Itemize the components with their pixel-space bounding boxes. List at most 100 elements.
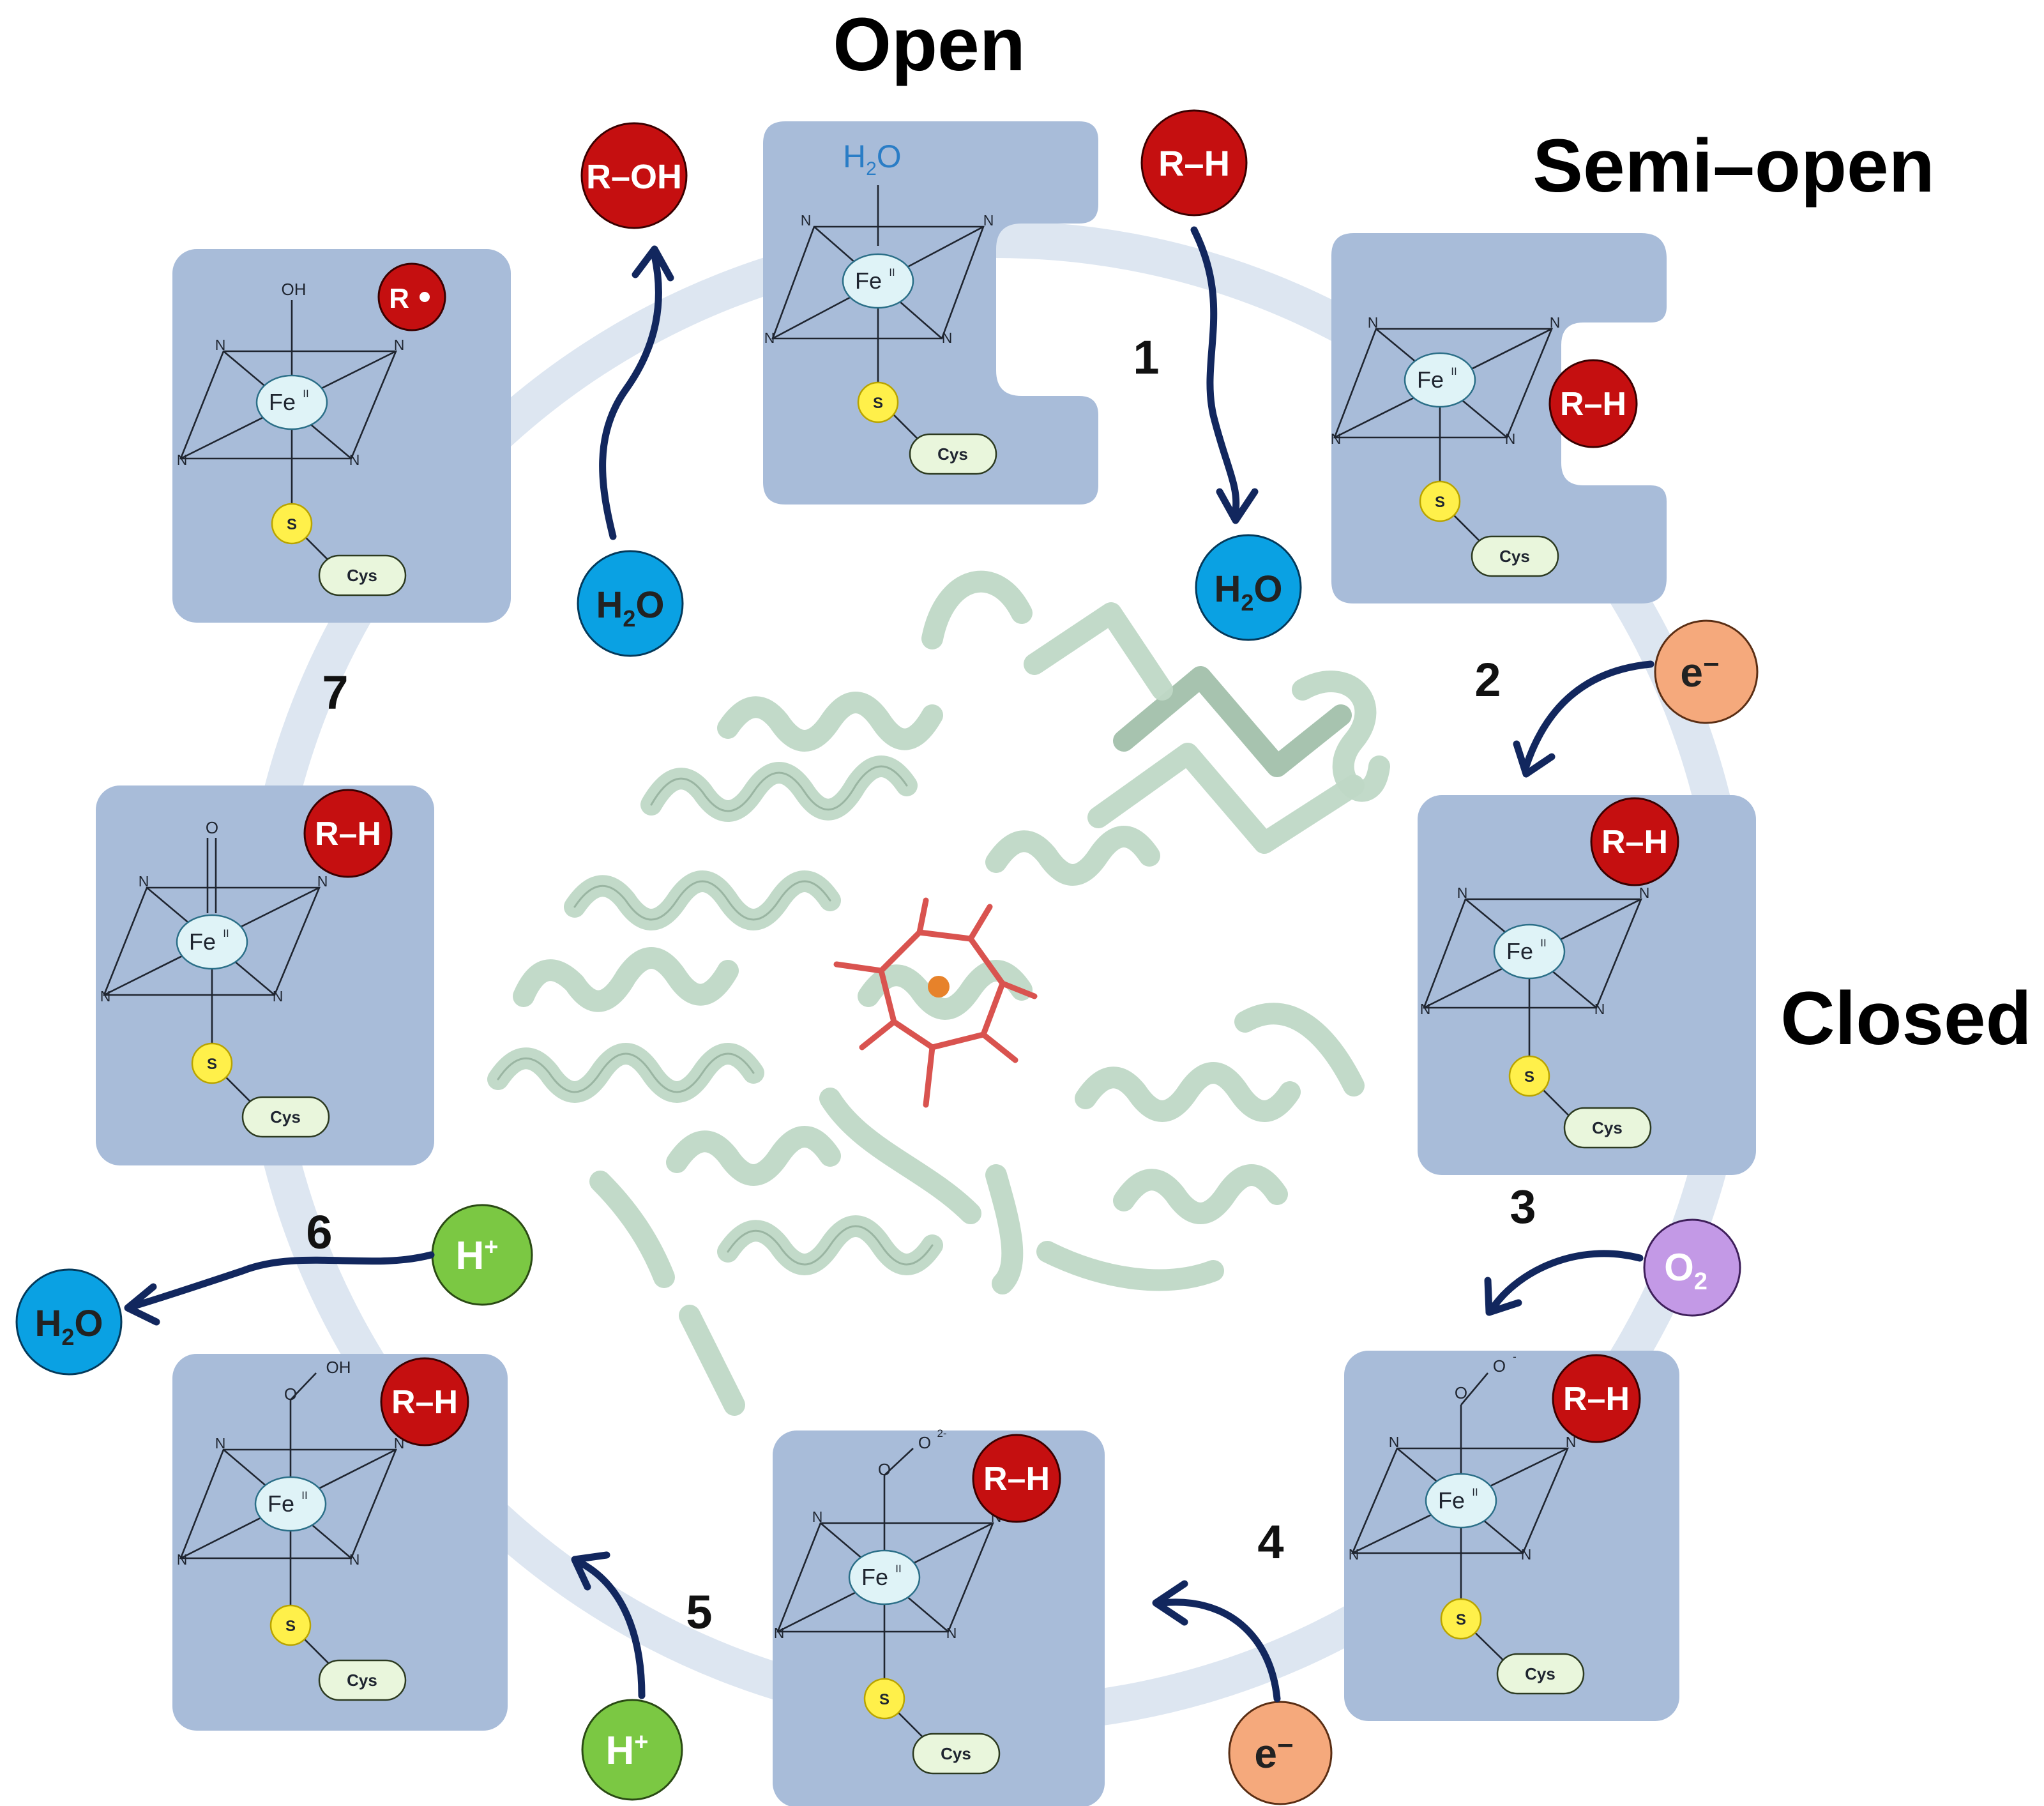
state-card-ferric-superoxo: O O - N N N N Fe II S Cys R–H [1344, 1351, 1679, 1721]
svg-text:Fe: Fe [861, 1564, 888, 1590]
iron-center [1425, 1473, 1497, 1529]
svg-text:II: II [895, 1563, 901, 1575]
ligand-superoxo-o: O [1455, 1383, 1467, 1402]
svg-text:N: N [1550, 314, 1561, 331]
svg-text:II: II [1472, 1486, 1478, 1498]
iron-center [254, 1476, 327, 1532]
iron-center [255, 374, 328, 430]
svg-text:N: N [1368, 314, 1379, 331]
svg-text:Cys: Cys [270, 1107, 301, 1127]
svg-text:II: II [1540, 937, 1546, 949]
svg-text:N: N [1349, 1546, 1359, 1563]
svg-text:N: N [1566, 1434, 1577, 1450]
svg-text:O: O [1493, 1356, 1506, 1376]
substrate-badge [1590, 797, 1679, 886]
cysteine-label [909, 433, 997, 475]
sulfur-atom [863, 1678, 905, 1720]
svg-text:H2O: H2O [596, 584, 664, 632]
water-released-step6-badge [15, 1268, 123, 1376]
svg-text:Fe: Fe [189, 929, 216, 955]
sulfur-atom [191, 1042, 233, 1084]
svg-text:O: O [918, 1433, 931, 1452]
svg-text:N: N [1639, 884, 1650, 901]
svg-text:Fe: Fe [1506, 938, 1533, 964]
svg-text:N: N [317, 873, 328, 890]
state-card-semi-open: N N N N Fe II S Cys R–H [1331, 233, 1667, 603]
svg-text:Cys: Cys [937, 444, 968, 464]
sulfur-atom [1419, 480, 1461, 522]
cysteine-label [1471, 535, 1559, 577]
state-card-compound-i: O N N N N Fe II S Cys R–H [96, 785, 434, 1165]
svg-text:R–OH: R–OH [586, 158, 682, 196]
svg-text:N: N [812, 1508, 823, 1525]
state-card-radical-rebound: OH N N N N Fe II S Cys R [172, 249, 511, 623]
svg-text:N: N [1521, 1546, 1532, 1563]
svg-text:R–H: R–H [315, 816, 381, 853]
svg-text:Cys: Cys [347, 566, 377, 585]
svg-text:N: N [774, 1625, 785, 1641]
oxygen-step3-badge [1643, 1218, 1741, 1317]
substrate-r-h-entering-badge [1140, 109, 1248, 216]
svg-text:N: N [100, 988, 111, 1005]
svg-text:N: N [1457, 884, 1468, 901]
svg-text:S: S [287, 516, 297, 533]
svg-text:Fe: Fe [268, 1491, 294, 1517]
step-number-4: 4 [1257, 1515, 1283, 1568]
svg-text:e−: e− [1680, 649, 1719, 695]
svg-text:Fe: Fe [1438, 1487, 1465, 1514]
svg-text:N: N [349, 1551, 360, 1568]
svg-text:N: N [1331, 430, 1342, 447]
svg-text:N: N [942, 330, 953, 346]
svg-text:N: N [764, 330, 775, 346]
iron-center [848, 1549, 921, 1605]
svg-text:e−: e− [1254, 1730, 1293, 1777]
svg-text:O2: O2 [1664, 1246, 1707, 1295]
svg-text:Cys: Cys [347, 1671, 377, 1690]
arrow-step1-substrate-in [1190, 226, 1259, 524]
cysteine-label [912, 1733, 1001, 1775]
step-number-3: 3 [1510, 1180, 1536, 1233]
iron-center [1404, 352, 1476, 408]
substrate-badge [303, 789, 393, 878]
svg-text:R–H: R–H [1601, 824, 1668, 861]
ligand-hydroperoxo-o: O [284, 1385, 297, 1404]
water-entering-step7-badge [577, 550, 684, 657]
svg-text:R: R [389, 283, 409, 314]
svg-text:2-: 2- [937, 1427, 946, 1439]
arrow-step5-proton [571, 1551, 646, 1699]
ligand-peroxo-o: O [878, 1460, 891, 1479]
svg-text:N: N [139, 873, 149, 890]
svg-text:N: N [1594, 1001, 1605, 1017]
svg-text:-: - [1513, 1351, 1517, 1363]
state-label-open: Open [833, 3, 1026, 87]
state-label-closed: Closed [1780, 976, 2031, 1061]
arrow-step3-oxygen [1484, 1250, 1644, 1316]
svg-text:N: N [215, 1435, 226, 1452]
svg-text:N: N [177, 1551, 188, 1568]
arrow-step4-electron [1152, 1580, 1281, 1703]
svg-text:R–H: R–H [1158, 143, 1230, 183]
svg-text:R–H: R–H [1560, 386, 1626, 423]
iron-center [1493, 923, 1566, 980]
sulfur-atom [857, 381, 899, 423]
svg-text:N: N [1505, 430, 1516, 447]
cysteine-label [1496, 1653, 1585, 1695]
sulfur-atom [1508, 1055, 1550, 1097]
heme-group [833, 897, 1038, 1108]
svg-text:Cys: Cys [1525, 1664, 1556, 1683]
substrate-badge [380, 1357, 469, 1446]
svg-text:N: N [946, 1625, 957, 1641]
svg-text:S: S [1456, 1611, 1466, 1628]
substrate-badge [972, 1434, 1061, 1523]
svg-text:N: N [273, 988, 284, 1005]
heme-iron-atom [928, 976, 950, 998]
svg-text:II: II [301, 1489, 307, 1501]
electron-step4-badge [1228, 1701, 1333, 1805]
state-card-closed: N N N N Fe II S Cys R–H [1418, 795, 1756, 1175]
substrate-radical-badge [377, 262, 446, 331]
svg-text:II: II [303, 388, 308, 400]
sulfur-atom [269, 1604, 312, 1646]
svg-text:S: S [879, 1691, 890, 1708]
svg-text:N: N [215, 337, 226, 353]
sulfur-atom [1440, 1598, 1482, 1640]
